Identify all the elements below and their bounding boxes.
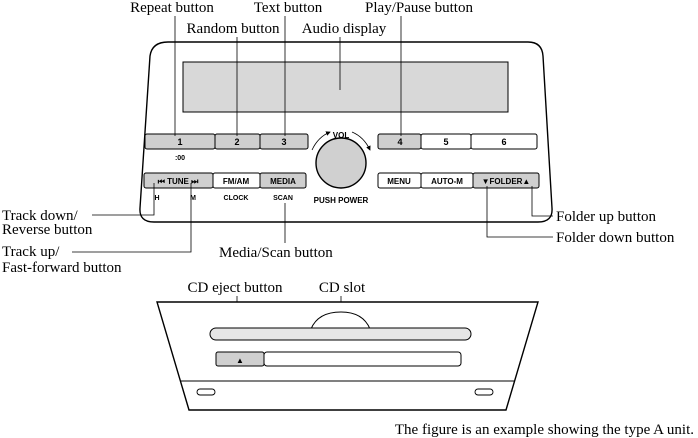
callouts-right: Folder up button Folder down button bbox=[486, 186, 675, 246]
preset-label-4: 4 bbox=[397, 137, 402, 147]
callouts-left: Track down/ Reverse button Track up/ Fas… bbox=[2, 183, 192, 276]
automem-label: AUTO-M bbox=[431, 177, 463, 186]
callout-folder-up: Folder up button bbox=[556, 209, 656, 225]
preset-sublabel-1: :00 bbox=[175, 155, 185, 162]
menu-label: MENU bbox=[387, 177, 411, 186]
media-button[interactable] bbox=[259, 172, 307, 189]
fmam-label: FM/AM bbox=[223, 177, 250, 186]
vol-arc-right-icon bbox=[351, 131, 371, 151]
audio-display bbox=[182, 61, 509, 113]
push-power-label: PUSH POWER bbox=[314, 196, 369, 205]
preset-label-6: 6 bbox=[501, 137, 506, 147]
leader-folder-up bbox=[531, 186, 553, 217]
eject-icon: ▲ bbox=[236, 356, 244, 365]
callout-track-up-line2: Fast-forward button bbox=[2, 260, 122, 276]
cd-slot-bump bbox=[310, 311, 371, 330]
callout-track-down-line2: Reverse button bbox=[2, 222, 93, 238]
preset-button-3[interactable] bbox=[259, 133, 309, 150]
footnote: The figure is an example showing the typ… bbox=[395, 422, 694, 438]
vol-label: VOL bbox=[333, 131, 350, 140]
tune-sub-m: M bbox=[190, 195, 196, 202]
preset-buttons-right: 4 5 6 bbox=[377, 133, 538, 150]
callout-cd-slot: CD slot bbox=[319, 280, 366, 296]
leader-folder-down bbox=[486, 186, 553, 238]
tune-sub-h: H bbox=[154, 195, 159, 202]
callout-audio-display: Audio display bbox=[302, 21, 387, 37]
preset-label-1: 1 bbox=[177, 137, 182, 147]
callout-cd-eject: CD eject button bbox=[188, 280, 283, 296]
fmam-sub-clock: CLOCK bbox=[224, 195, 249, 202]
preset-button-6[interactable] bbox=[470, 133, 538, 150]
volume-knob[interactable] bbox=[315, 137, 367, 189]
folder-label: ▼FOLDER▲ bbox=[482, 177, 531, 186]
preset-label-3: 3 bbox=[281, 137, 286, 147]
folder-button[interactable] bbox=[472, 172, 540, 189]
media-label: MEDIA bbox=[270, 177, 296, 186]
callout-play-pause: Play/Pause button bbox=[365, 0, 473, 16]
cd-slot[interactable] bbox=[209, 327, 472, 341]
callout-track-up-line1: Track up/ bbox=[2, 244, 60, 260]
callout-text: Text button bbox=[254, 0, 323, 16]
leader-track-down bbox=[92, 183, 155, 216]
media-sub-scan: SCAN bbox=[273, 195, 293, 202]
callout-media-scan: Media/Scan button bbox=[219, 245, 333, 261]
callout-random: Random button bbox=[187, 21, 280, 37]
vol-arc-left-icon bbox=[311, 131, 331, 151]
callouts-upper: Repeat button Random button Text button … bbox=[130, 0, 473, 136]
cd-foot-left bbox=[196, 388, 216, 396]
callout-repeat: Repeat button bbox=[130, 0, 214, 16]
leader-track-up bbox=[72, 183, 192, 253]
cd-secondary-slot bbox=[263, 351, 462, 367]
preset-label-2: 2 bbox=[234, 137, 239, 147]
preset-buttons-left: 1 2 3 :00 bbox=[144, 133, 309, 162]
preset-label-5: 5 bbox=[443, 137, 448, 147]
callout-track-down-line1: Track down/ bbox=[2, 208, 79, 224]
cd-foot-right bbox=[474, 388, 494, 396]
tune-label: ⏮ TUNE ⏭ bbox=[158, 177, 199, 186]
callout-folder-down: Folder down button bbox=[556, 230, 675, 246]
